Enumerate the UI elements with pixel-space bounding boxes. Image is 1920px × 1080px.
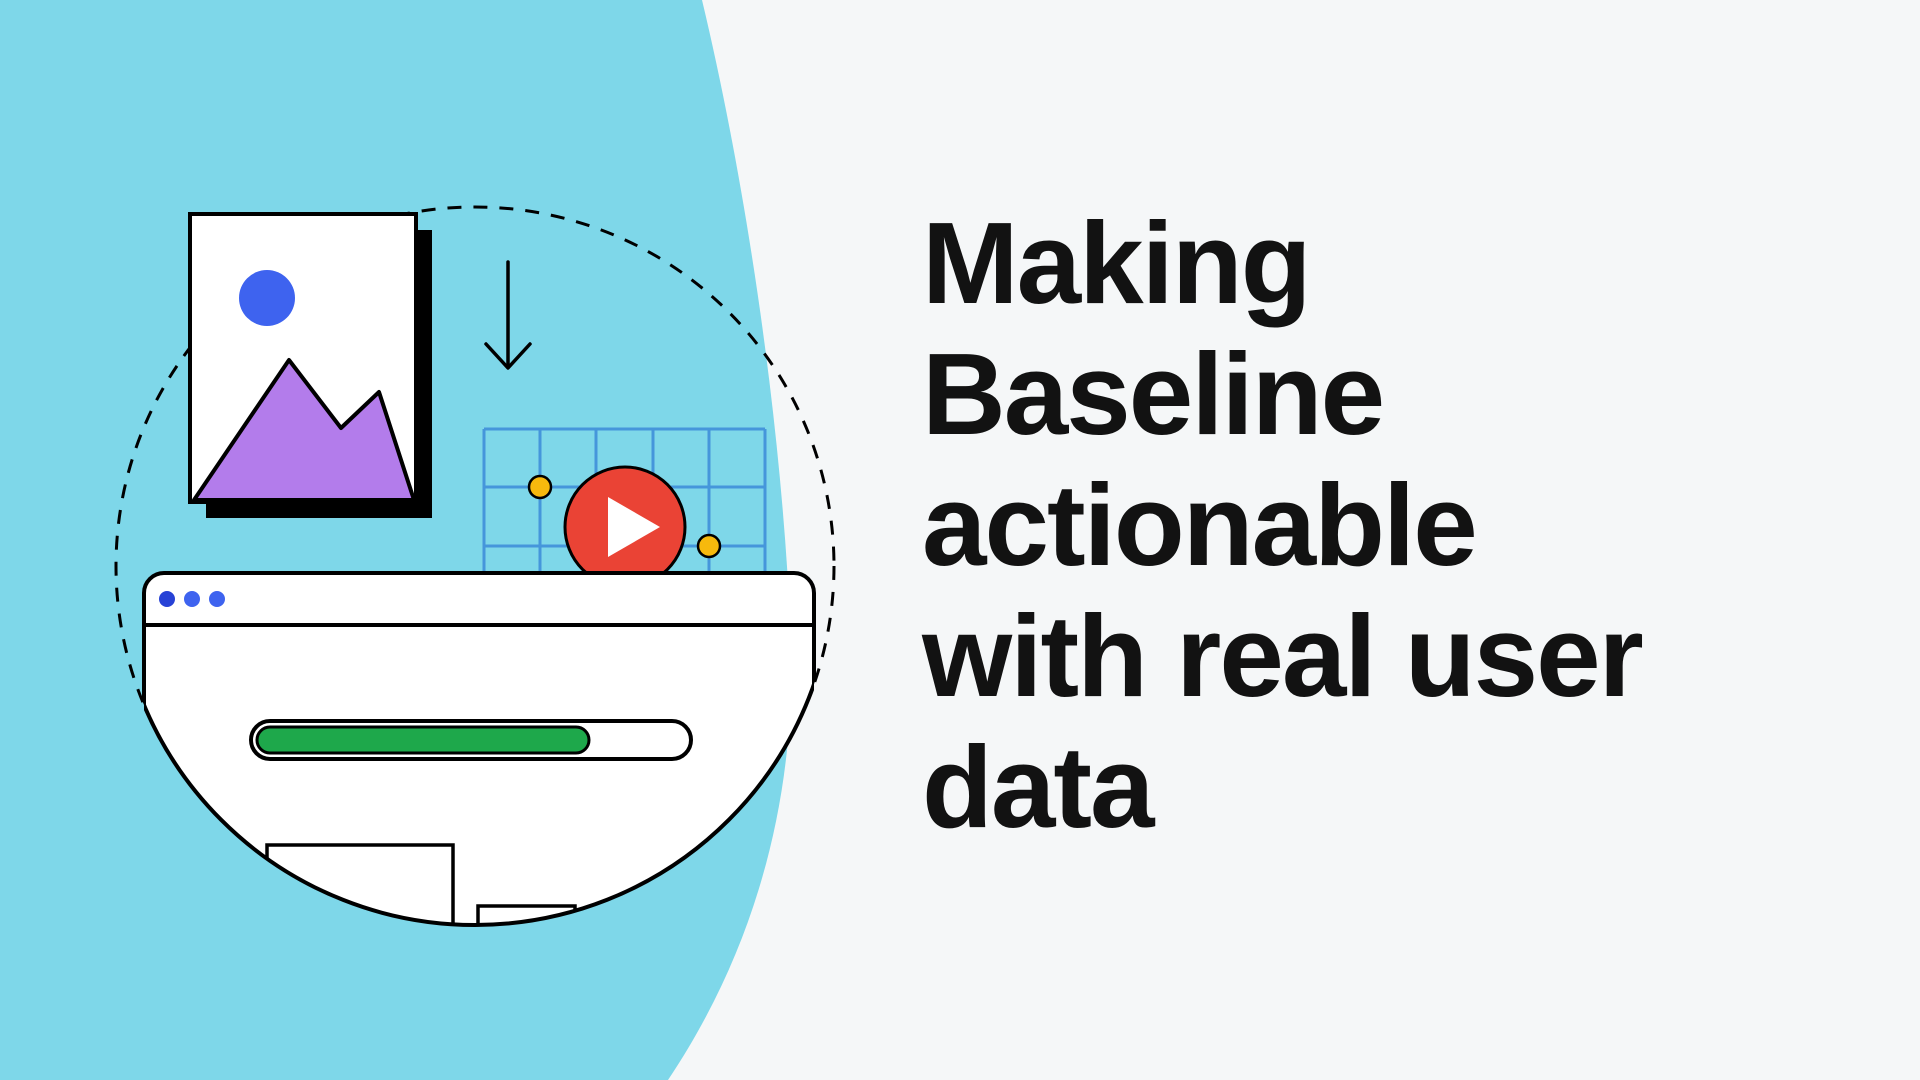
browser-dot-3 (209, 591, 225, 607)
browser-dot-1 (159, 591, 175, 607)
browser-window (142, 571, 816, 925)
headline: Making Baseline actionable with real use… (922, 198, 1782, 853)
content-block-1 (265, 843, 455, 925)
play-button-icon (563, 465, 687, 589)
headline-line: data (922, 722, 1155, 852)
play-triangle (608, 497, 660, 557)
image-placeholder (188, 212, 432, 518)
dashed-circle (114, 205, 836, 927)
grid-dot-left (527, 474, 553, 500)
sun-circle (239, 270, 295, 326)
browser-dot-2 (184, 591, 200, 607)
solid-circle-arc (144, 677, 814, 927)
download-arrow-icon (484, 260, 532, 370)
headline-line: Making (922, 198, 1312, 328)
progress-bar-fill (255, 725, 591, 755)
mountains (192, 358, 416, 502)
headline-line: Baseline (922, 329, 1385, 459)
headline-line: with real user (922, 591, 1644, 721)
content-block-2 (476, 904, 577, 925)
headline-line: actionable (922, 460, 1478, 590)
grid-dot-right (696, 533, 722, 559)
